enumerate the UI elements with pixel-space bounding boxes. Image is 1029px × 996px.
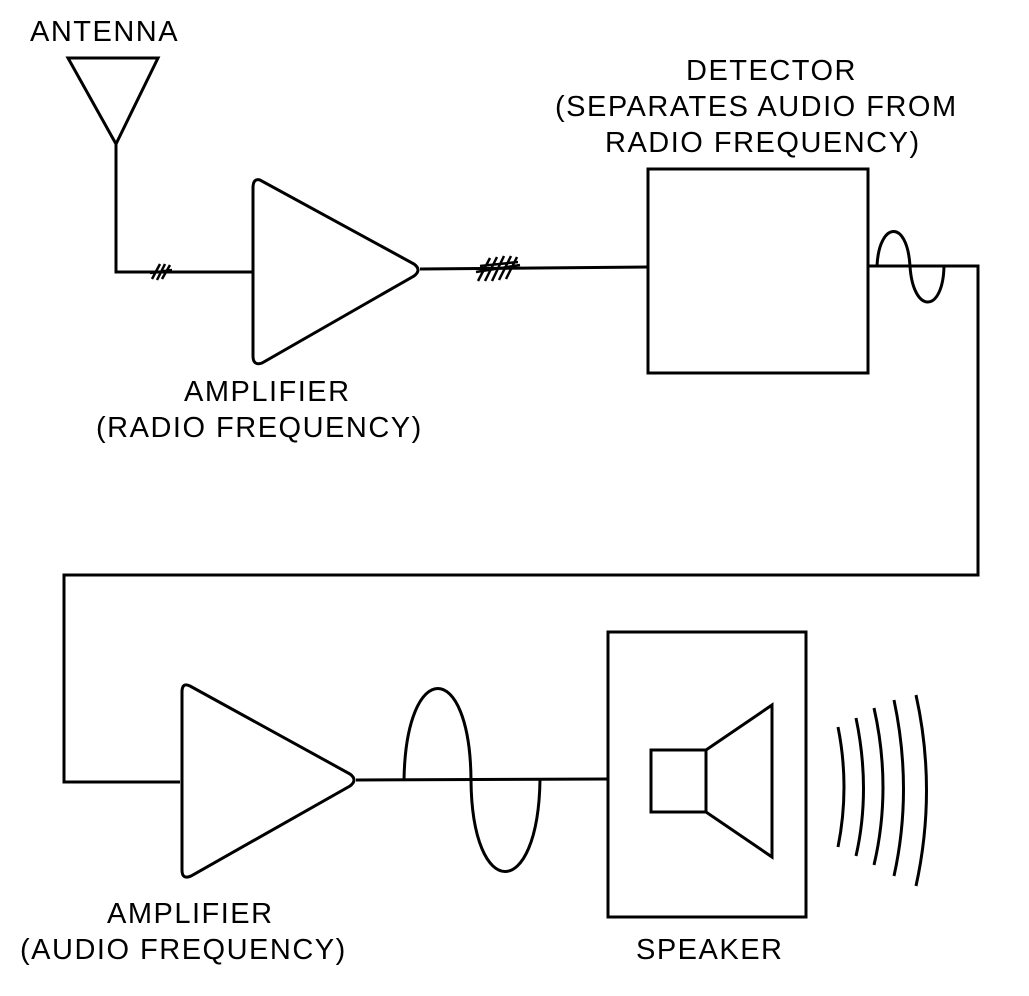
af-amplifier-title-label: AMPLIFIER — [107, 898, 274, 930]
antenna-lead-wire — [114, 144, 253, 274]
antenna-label: ANTENNA — [30, 16, 180, 48]
speaker-box — [606, 630, 808, 919]
antenna-icon — [65, 56, 161, 148]
detector-title-label: DETECTOR — [686, 55, 857, 87]
rf-signal-mark-large — [475, 255, 521, 282]
sound-waves-icon — [836, 694, 928, 887]
audio-waveform-detector-output — [875, 230, 946, 304]
detector-box — [646, 167, 870, 375]
rf-amplifier-symbol — [251, 178, 420, 366]
af-amplifier-symbol — [180, 683, 356, 879]
af-amp-to-speaker-wire — [355, 777, 609, 782]
rf-amplifier-sub-label: (RADIO FREQUENCY) — [96, 412, 423, 444]
speaker-label: SPEAKER — [636, 934, 784, 966]
speaker-icon — [649, 702, 774, 860]
af-amplifier-sub-label: (AUDIO FREQUENCY) — [20, 934, 347, 966]
rf-amp-to-detector-wire — [419, 265, 649, 271]
rf-signal-mark-small — [149, 263, 173, 281]
rf-amplifier-title-label: AMPLIFIER — [184, 376, 351, 408]
audio-waveform-amplified — [402, 687, 542, 873]
detector-to-af-amp-wire — [62, 264, 980, 784]
detector-desc-line1-label: (SEPARATES AUDIO FROM — [555, 91, 958, 123]
detector-desc-line2-label: RADIO FREQUENCY) — [605, 127, 921, 159]
